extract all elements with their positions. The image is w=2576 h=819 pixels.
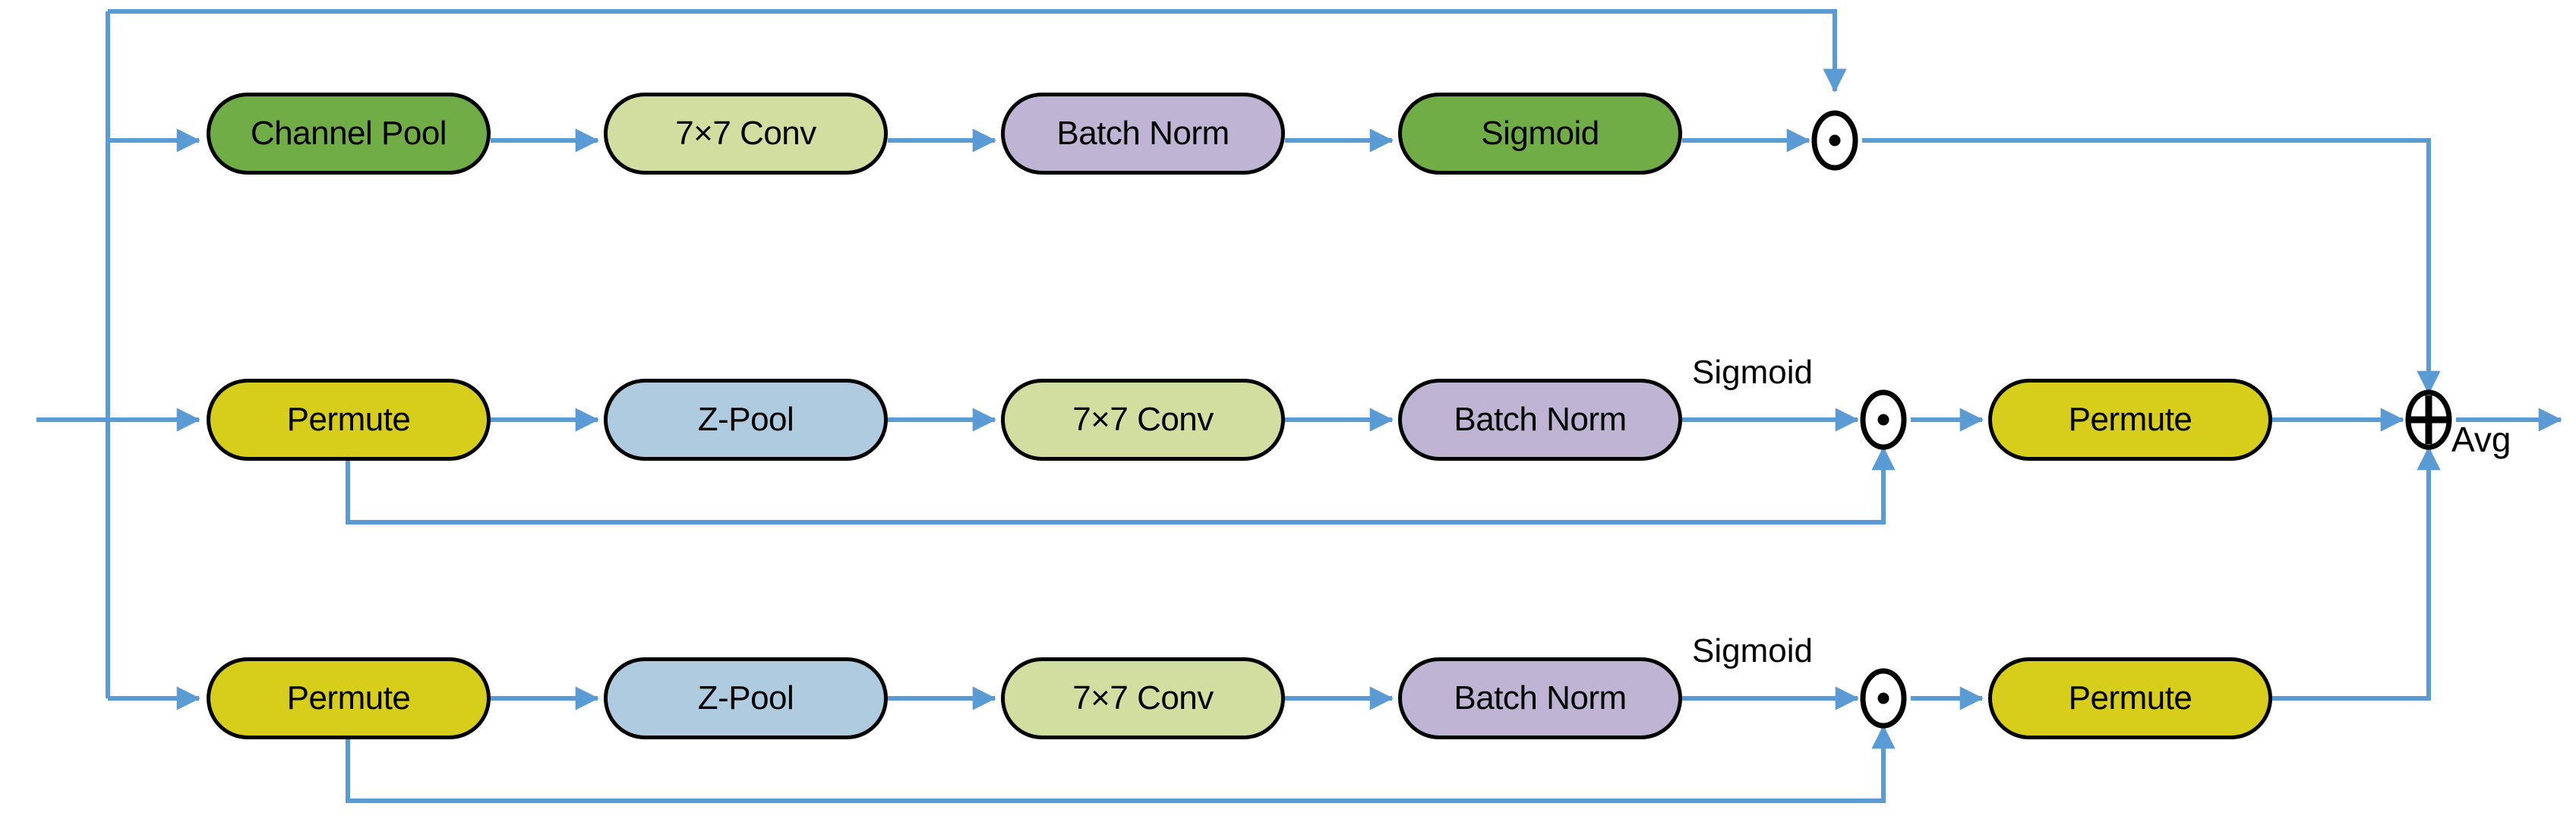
- wire-r1-mul-out: [1862, 138, 2441, 395]
- node-sigmoid-row1[interactable]: Sigmoid: [1398, 93, 1682, 175]
- node-conv-row2[interactable]: 7×7 Conv: [1001, 379, 1285, 461]
- node-zpool-row2[interactable]: Z-Pool: [604, 379, 888, 461]
- add-op-avg[interactable]: [2405, 389, 2452, 450]
- label-sigmoid-row3: Sigmoid: [1692, 632, 1813, 669]
- wire-r2-residual: [346, 446, 1896, 524]
- node-permute-row3-in[interactable]: Permute: [207, 657, 491, 739]
- node-zpool-row3[interactable]: Z-Pool: [604, 657, 888, 739]
- node-permute-row2-in[interactable]: Permute: [207, 379, 491, 461]
- node-batch-norm-row3[interactable]: Batch Norm: [1398, 657, 1682, 739]
- multiply-op-row3[interactable]: [1860, 668, 1907, 729]
- node-conv-row1[interactable]: 7×7 Conv: [604, 93, 888, 175]
- node-conv-row3[interactable]: 7×7 Conv: [1001, 657, 1285, 739]
- wire-r3-residual: [346, 725, 1896, 803]
- wire-skip-top-rail: [108, 9, 1847, 93]
- label-avg: Avg: [2451, 420, 2511, 459]
- node-permute-row3-out[interactable]: Permute: [1988, 657, 2272, 739]
- node-channel-pool[interactable]: Channel Pool: [207, 93, 491, 175]
- multiply-op-row2[interactable]: [1860, 389, 1907, 450]
- wire-r3-permute-avg: [2272, 446, 2441, 701]
- multiply-op-row1[interactable]: [1811, 110, 1858, 171]
- node-permute-row2-out[interactable]: Permute: [1988, 379, 2272, 461]
- node-batch-norm-row2[interactable]: Batch Norm: [1398, 379, 1682, 461]
- operator-glyph-layer: [1811, 110, 2452, 729]
- label-sigmoid-row2: Sigmoid: [1692, 354, 1813, 391]
- node-batch-norm-row1[interactable]: Batch Norm: [1001, 93, 1285, 175]
